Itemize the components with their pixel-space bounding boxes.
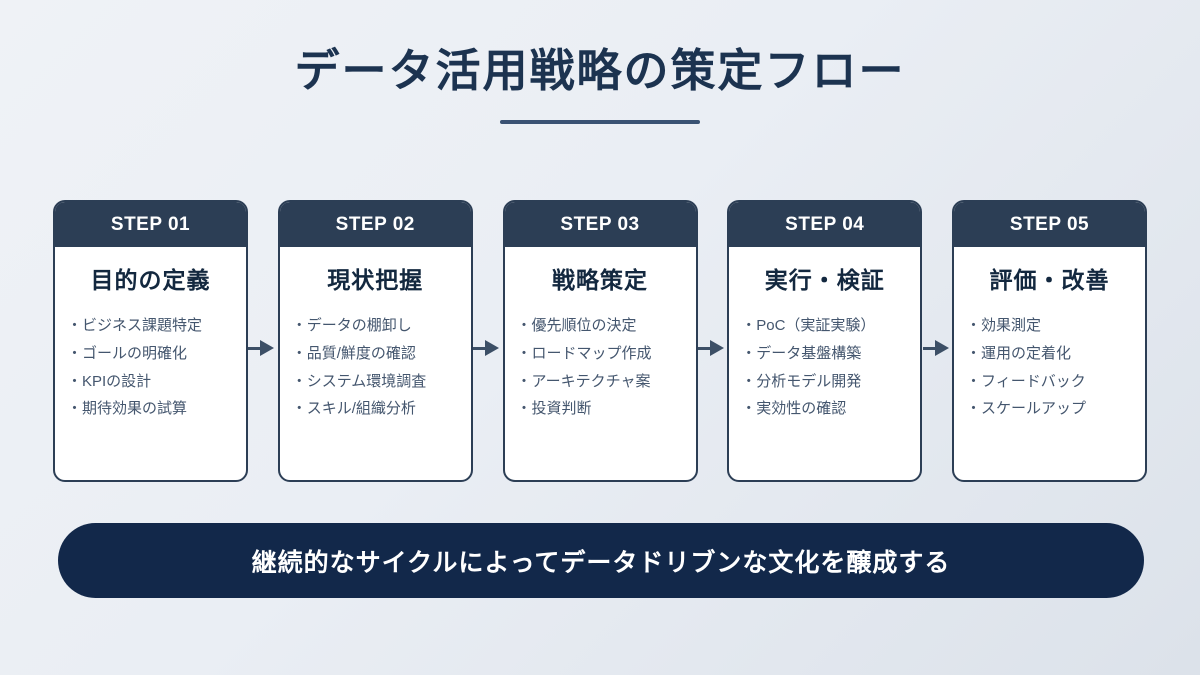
list-item: ・分析モデル開発 — [741, 372, 862, 390]
step-card-5-bullets: ・効果測定 ・運用の定着化 ・フィードバック ・スケールアップ — [966, 317, 1133, 419]
process-flow-row: STEP 01 目的の定義 ・ビジネス課題特定 ・ゴールの明確化 ・KPIの設計… — [53, 200, 1147, 482]
page-title: データ活用戦略の策定フロー — [294, 45, 906, 96]
arrow-right-icon — [698, 340, 728, 356]
step-card-5-title: 評価・改善 — [989, 267, 1110, 293]
step-card-4-bullets: ・PoC（実証実験） ・データ基盤構築 ・分析モデル開発 ・実効性の確認 — [741, 317, 908, 419]
step-card-1-title: 目的の定義 — [90, 267, 211, 293]
arrow-tail — [923, 346, 935, 350]
arrow-head — [485, 340, 499, 356]
step-card-1-badge: STEP 01 — [55, 202, 246, 247]
list-item: ・期待効果の試算 — [67, 400, 188, 418]
list-item: ・フィードバック — [966, 372, 1086, 390]
list-item: ・PoC（実証実験） — [741, 317, 876, 334]
step-card-2-body: 現状把握 ・データの棚卸し ・品質/鮮度の確認 ・システム環境調査 ・スキル/組… — [280, 247, 471, 480]
step-card-3-body: 戦略策定 ・優先順位の決定 ・ロードマップ作成 ・アーキテクチャ案 ・投資判断 — [505, 247, 696, 480]
step-card-5-badge: STEP 05 — [954, 202, 1145, 247]
list-item: ・ロードマップ作成 — [516, 344, 652, 362]
step-card-4-body: 実行・検証 ・PoC（実証実験） ・データ基盤構築 ・分析モデル開発 ・実効性の… — [729, 247, 920, 480]
list-item: ・投資判断 — [516, 400, 592, 418]
arrow-head — [935, 340, 949, 356]
arrow-tail — [473, 346, 485, 350]
arrow-tail — [698, 346, 710, 350]
step-card-3-badge: STEP 03 — [504, 202, 696, 247]
summary-banner-text: 継続的なサイクルによってデータドリブンな文化を醸成する — [251, 548, 951, 577]
list-item: ・データ基盤構築 — [741, 344, 862, 362]
step-card-2-badge: STEP 02 — [279, 202, 471, 247]
step-card-2-title: 現状把握 — [327, 267, 424, 293]
list-item: ・効果測定 — [966, 317, 1042, 334]
list-item: ・実効性の確認 — [741, 400, 847, 418]
step-card-4[interactable]: STEP 04 実行・検証 ・PoC（実証実験） ・データ基盤構築 ・分析モデル… — [727, 200, 923, 482]
list-item: ・アーキテクチャ案 — [516, 372, 651, 390]
arrow-head — [260, 340, 274, 356]
list-item: ・品質/鮮度の確認 — [291, 344, 416, 362]
step-card-3-bullets: ・優先順位の決定 ・ロードマップ作成 ・アーキテクチャ案 ・投資判断 — [517, 317, 684, 419]
step-card-5[interactable]: STEP 05 評価・改善 ・効果測定 ・運用の定着化 ・フィードバック ・スケ… — [952, 200, 1147, 482]
step-card-5-body: 評価・改善 ・効果測定 ・運用の定着化 ・フィードバック ・スケールアップ — [954, 247, 1145, 480]
step-card-1-body: 目的の定義 ・ビジネス課題特定 ・ゴールの明確化 ・KPIの設計 ・期待効果の試… — [55, 247, 246, 480]
step-card-1[interactable]: STEP 01 目的の定義 ・ビジネス課題特定 ・ゴールの明確化 ・KPIの設計… — [53, 200, 248, 482]
list-item: ・ビジネス課題特定 — [67, 317, 203, 334]
title-divider — [500, 119, 700, 124]
step-card-2[interactable]: STEP 02 現状把握 ・データの棚卸し ・品質/鮮度の確認 ・システム環境調… — [277, 200, 473, 482]
step-card-3-title: 戦略策定 — [552, 267, 648, 293]
arrow-right-icon — [923, 340, 953, 356]
list-item: ・システム環境調査 — [291, 372, 427, 390]
arrow-tail — [248, 346, 260, 350]
list-item: ・運用の定着化 — [966, 344, 1072, 362]
step-card-1-bullets: ・ビジネス課題特定 ・ゴールの明確化 ・KPIの設計 ・期待効果の試算 — [67, 317, 234, 419]
list-item: ・ゴールの明確化 — [67, 344, 188, 362]
list-item: ・データの棚卸し — [291, 317, 412, 334]
list-item: ・スキル/組織分析 — [291, 400, 416, 418]
arrow-head — [710, 340, 724, 356]
list-item: ・スケールアップ — [966, 400, 1087, 418]
arrow-right-icon — [248, 340, 278, 356]
list-item: ・KPIの設計 — [67, 372, 152, 390]
list-item: ・優先順位の決定 — [516, 317, 637, 334]
summary-banner: 継続的なサイクルによってデータドリブンな文化を醸成する — [58, 523, 1144, 598]
step-card-4-badge: STEP 04 — [729, 202, 921, 247]
page-header: データ活用戦略の策定フロー — [0, 0, 1200, 124]
step-card-4-title: 実行・検証 — [764, 267, 885, 293]
step-card-2-bullets: ・データの棚卸し ・品質/鮮度の確認 ・システム環境調査 ・スキル/組織分析 — [292, 317, 459, 419]
arrow-right-icon — [473, 340, 503, 356]
step-card-3[interactable]: STEP 03 戦略策定 ・優先順位の決定 ・ロードマップ作成 ・アーキテクチャ… — [502, 200, 698, 482]
